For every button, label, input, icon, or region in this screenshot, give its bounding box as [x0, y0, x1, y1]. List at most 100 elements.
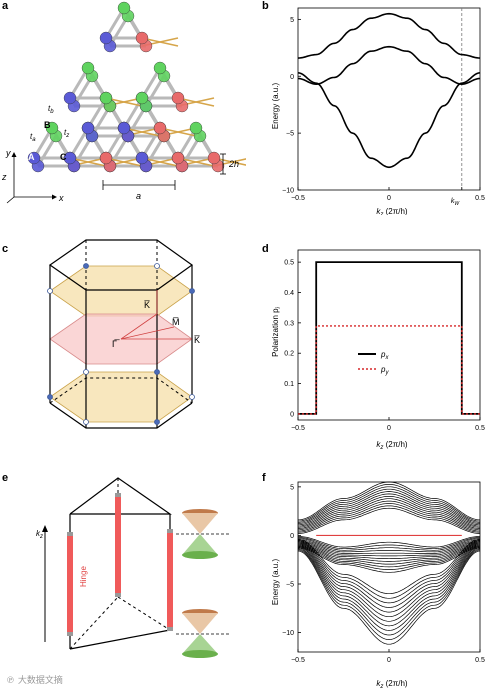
dim-h-label: 2h: [228, 159, 239, 169]
hinge-back: [115, 496, 121, 594]
site-a: [117, 121, 131, 135]
site-c: [207, 151, 221, 165]
site-label-c: C: [60, 152, 67, 162]
chart-d-legend: px py: [358, 350, 389, 376]
hop-label-ta: ta: [30, 132, 36, 143]
chart-b-frame: [297, 7, 481, 191]
site-c: [153, 121, 167, 135]
chart-f-band-0-line: [297, 495, 481, 528]
chart-f-band-0-line: [298, 491, 480, 526]
chart-b-xtick-label: 0: [387, 195, 391, 202]
chart-d-ylabel: Polarization pi: [271, 306, 282, 356]
kz-label: kz: [36, 529, 43, 540]
chart-d-frame: [297, 249, 481, 421]
chart-f-band-0-line: [298, 498, 480, 529]
site-a: [63, 151, 77, 165]
site-b: [45, 121, 59, 135]
axis-y-label: y: [5, 148, 11, 158]
chart-f-band-0-line: [297, 484, 481, 522]
site-b: [99, 91, 113, 105]
chart-f-band-2-line: [297, 542, 481, 608]
chart-f-ytick-label: −5: [286, 582, 294, 589]
chart-d-xtick-label: 0: [387, 425, 391, 432]
chart-f-xtick-label: 0: [387, 657, 391, 664]
hinge-label: Hinge: [79, 566, 88, 587]
chart-f-band-2-line: [297, 540, 481, 599]
hinge-right: [167, 532, 173, 628]
chart-f-band-2-line: [297, 543, 481, 613]
chart-f-band-2-line: [297, 538, 481, 595]
watermark: ℗ 大数据文摘: [6, 676, 63, 686]
chart-f-band-0-line: [298, 503, 480, 532]
bz-point-k-top: K̅: [144, 300, 150, 310]
chart-d-series-px: [298, 261, 480, 415]
panel-e-label: e: [2, 472, 9, 484]
chart-f-ytick-label: 5: [290, 484, 294, 491]
chart-f-band-2-line: [297, 545, 481, 622]
chart-b-series-0: [297, 12, 481, 59]
chart-b-kw-label: kW: [451, 198, 461, 207]
site-label-a: A: [28, 152, 35, 162]
site-c: [135, 31, 149, 45]
chart-f-ytick-label: −10: [282, 630, 294, 637]
bz-plane-top: [49, 265, 193, 317]
chart-f-xlabel: kz (2π/h): [376, 679, 408, 688]
dim-a-label: a: [136, 191, 141, 201]
dirac-cone-top: [176, 509, 230, 559]
chart-f-band-2-line: [297, 546, 481, 627]
axis-x-label: x: [58, 193, 64, 203]
panel-a: a a 2h x y z A B C ta tb tz: [0, 0, 251, 215]
panel-f-label: f: [262, 472, 266, 484]
chart-d-ytick-label: 0.2: [284, 351, 294, 358]
chart-f-band-1-line: [297, 546, 481, 570]
chart-d-series-py: [298, 325, 480, 415]
site-a: [27, 151, 41, 165]
chart-b-ylabel: Energy (a.u.): [271, 83, 280, 130]
chart-b-series-1: [297, 45, 481, 86]
panel-d-label: d: [262, 243, 269, 255]
chart-f-band-2-line: [297, 548, 481, 636]
site-a: [135, 151, 149, 165]
chart-b-ytick-label: −10: [282, 188, 294, 195]
chart-f-ylabel: Energy (a.u.): [271, 559, 280, 606]
chart-f-band-1-line: [298, 547, 480, 573]
bz-plane-bottom: [49, 371, 193, 423]
chart-b-ytick-label: −5: [286, 131, 294, 138]
site-label-b: B: [44, 120, 51, 130]
site-a: [63, 91, 77, 105]
chart-f-band-1-line: [298, 536, 480, 548]
panel-c: c: [0, 236, 246, 451]
site-c: [171, 151, 185, 165]
chart-d-xlabel: kz (2π/h): [376, 440, 408, 451]
chart-f-band-1-line: [297, 538, 481, 551]
chart-f-band-2-line: [297, 550, 481, 645]
hinge-figure: kz Hinge: [36, 477, 230, 658]
chart-f-band-0-line: [297, 500, 481, 531]
site-b: [135, 91, 149, 105]
panel-c-label: c: [2, 243, 9, 255]
chart-b-xlabel: kz (2π/h): [376, 207, 408, 215]
chart-f-band-1-line: [298, 537, 480, 550]
chart-f-ytick-label: 0: [290, 533, 294, 540]
axis-z-label: z: [1, 172, 7, 182]
chart-d-xtick-label: −0.5: [291, 425, 305, 432]
chart-f-band-1-line: [298, 542, 480, 560]
chart-f-band-1-line: [297, 543, 481, 562]
legend-py: py: [380, 365, 389, 376]
chart-d-ytick-label: 0: [290, 411, 294, 418]
chart-f-band-0-line: [298, 505, 480, 533]
chart-f-band-1-line: [298, 539, 480, 553]
chart-f-band-0-line: [297, 486, 481, 523]
chart-f-band-1-line: [297, 541, 481, 557]
chart-f-band-2-line: [297, 541, 481, 604]
chart-f-band-0-line: [297, 481, 481, 521]
panel-a-label: a: [2, 0, 9, 12]
chart-f-band-1-line: [297, 545, 481, 568]
chart-d-ytick-label: 0.1: [284, 381, 294, 388]
chart-f-band-1-line: [298, 544, 480, 565]
site-b: [117, 1, 131, 15]
